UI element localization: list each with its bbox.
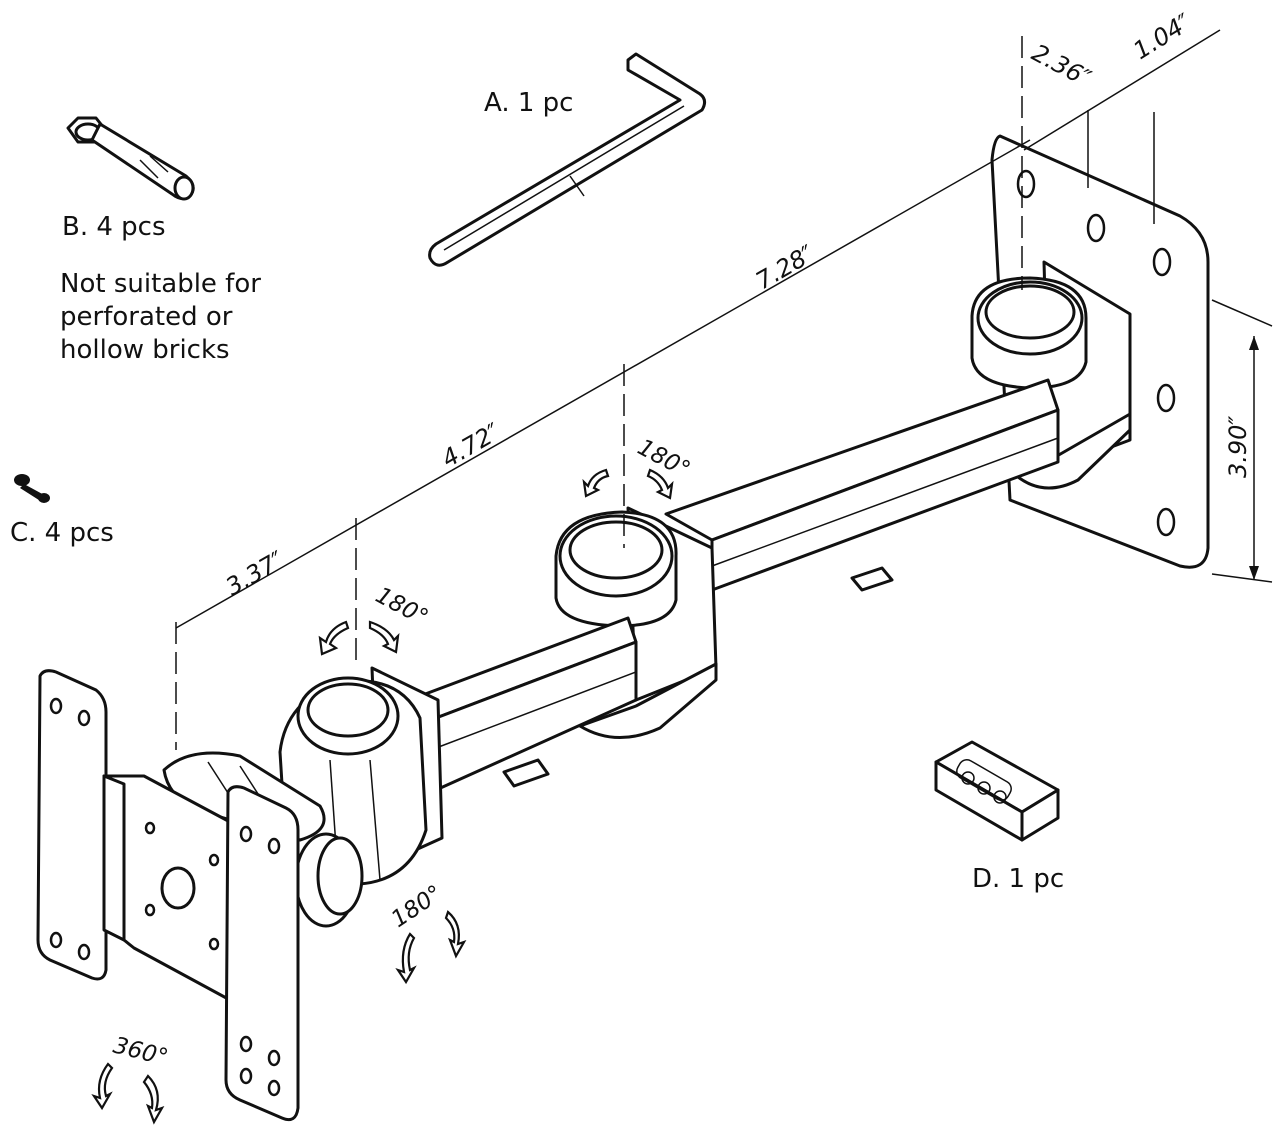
- dimension-lines: [175, 29, 1273, 750]
- dim-wall-plate-offset: 1.04″: [1128, 8, 1196, 65]
- dim-wall-plate-depth: 2.36″: [1027, 39, 1095, 93]
- rotation-arrows: [91, 468, 674, 1125]
- masonry-warning-note: Not suitable for perforated or hollow br…: [60, 268, 261, 367]
- front-joint-rotation-label: 180°: [371, 582, 432, 631]
- dim-plate-height: 3.90″: [1224, 416, 1252, 478]
- part-b-label: B. 4 pcs: [62, 212, 166, 242]
- part-c-label: C. 4 pcs: [10, 518, 114, 548]
- monitor-bracket: [36, 669, 300, 1122]
- spirit-level-icon: [934, 740, 1060, 842]
- note-line-1: Not suitable for: [60, 269, 261, 299]
- tilt-rotation-label: 180°: [387, 880, 447, 933]
- anchor-bolt-icon: [66, 116, 195, 201]
- rear-arm: [664, 378, 1060, 592]
- allen-key-icon: [428, 52, 707, 267]
- note-line-3: hollow bricks: [60, 335, 230, 365]
- note-line-2: perforated or: [60, 302, 233, 332]
- middle-pivot-joint: [554, 506, 718, 739]
- dim-arm-mid: 4.72″: [437, 418, 505, 473]
- rear-pivot-joint: [970, 260, 1132, 490]
- part-d-label: D. 1 pc: [972, 864, 1065, 894]
- swivel-rotation-label: 360°: [111, 1033, 171, 1072]
- dim-arm-long: 7.28″: [751, 240, 819, 295]
- middle-joint-rotation-label: 180°: [633, 434, 694, 483]
- dim-arm-short: 3.37″: [221, 546, 289, 601]
- part-a-label: A. 1 pc: [484, 88, 574, 118]
- front-arm: [418, 616, 638, 792]
- screw-icon: [14, 474, 50, 503]
